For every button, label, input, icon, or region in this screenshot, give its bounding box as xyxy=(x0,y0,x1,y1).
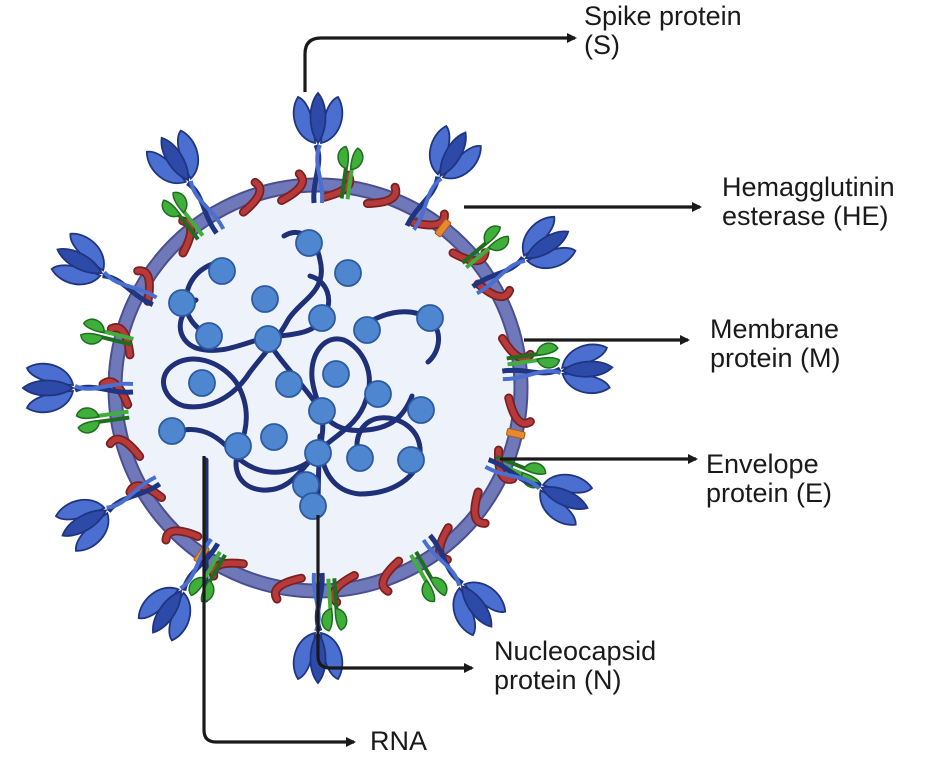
nucleocapsid-bead xyxy=(304,439,332,467)
nucleocapsid-bead xyxy=(397,446,425,474)
spike-protein xyxy=(137,537,221,642)
spike-protein xyxy=(404,124,482,231)
nucleocapsid-bead xyxy=(224,432,252,460)
membrane-proteins xyxy=(98,169,535,607)
nucleocapsid-bead xyxy=(353,316,381,344)
arrow-nucleocapsid xyxy=(316,515,474,673)
nucleocapsid-bead xyxy=(260,423,288,451)
label-nucleocapsid-line1: Nucleocapsid xyxy=(494,636,657,666)
nucleocapsid-bead xyxy=(334,259,362,287)
spike-protein xyxy=(484,457,594,526)
membrane-protein xyxy=(364,184,399,207)
virus-core xyxy=(121,191,515,585)
nucleocapsid-bead xyxy=(254,325,282,353)
nucleocapsid-bead xyxy=(195,322,223,350)
nucleocapsid-bead xyxy=(251,285,279,313)
nucleocapsid-bead xyxy=(299,492,327,520)
nucleocapsid-bead xyxy=(188,369,216,397)
membrane-protein xyxy=(107,436,143,460)
label-envelope-protein: Envelope protein (E) xyxy=(706,450,832,508)
membrane-protein xyxy=(163,528,201,543)
label-rna-line1: RNA xyxy=(370,726,428,756)
membrane-protein xyxy=(380,558,402,595)
label-envelope-line2: protein (E) xyxy=(706,478,833,508)
spike-protein xyxy=(471,215,577,296)
spike-protein xyxy=(421,533,507,637)
nucleocapsid-bead xyxy=(308,304,336,332)
membrane-protein xyxy=(240,179,263,215)
spike-protein xyxy=(501,343,614,395)
label-envelope-line1: Envelope xyxy=(706,449,819,479)
arrow-spike xyxy=(303,33,577,92)
hemagglutinin-esterase xyxy=(79,318,134,347)
label-membrane-protein: Membrane protein (M) xyxy=(710,315,841,373)
rna-segment xyxy=(173,426,319,475)
spike-protein xyxy=(292,91,344,204)
label-spike-protein: Spike protein (S) xyxy=(584,2,742,60)
callout-arrows xyxy=(202,33,702,747)
hemagglutinin-esterase xyxy=(337,145,364,200)
nucleocapsid-bead xyxy=(416,304,444,332)
label-rna: RNA xyxy=(370,727,427,756)
hemagglutinin-esterase xyxy=(75,407,130,434)
label-membrane-line1: Membrane xyxy=(710,314,840,344)
label-hemagglutinin-esterase: Hemagglutinin esterase (HE) xyxy=(722,173,895,231)
membrane-protein xyxy=(505,395,534,427)
nucleocapsid-bead xyxy=(158,417,186,445)
hemagglutinin-esterase xyxy=(461,225,510,270)
label-spike-line2: (S) xyxy=(584,30,620,60)
nucleocapsid-bead xyxy=(364,380,392,408)
membrane-protein xyxy=(475,281,513,300)
nucleocapsid-bead xyxy=(168,289,196,317)
label-membrane-line2: protein (M) xyxy=(710,343,841,373)
hemagglutinin-esterase xyxy=(321,578,348,632)
label-hemagglutinin-line1: Hemagglutinin xyxy=(722,172,895,202)
label-nucleocapsid-protein: Nucleocapsid protein (N) xyxy=(494,637,656,695)
hemagglutinin-esterase xyxy=(409,550,448,603)
envelope-protein xyxy=(506,428,526,440)
spike-protein xyxy=(145,129,226,235)
hemagglutinin-esterase xyxy=(161,191,205,241)
spike-protein xyxy=(50,232,158,307)
label-nucleocapsid-line2: protein (N) xyxy=(494,665,622,695)
spike-protein xyxy=(54,475,162,552)
label-spike-line1: Spike protein xyxy=(584,1,742,31)
membrane-protein xyxy=(134,268,153,305)
nucleocapsid-bead xyxy=(208,257,236,285)
hemagglutinin-esterase xyxy=(506,342,561,369)
spike-proteins xyxy=(21,91,614,685)
rna-segment xyxy=(263,335,415,433)
envelope-protein xyxy=(434,218,452,238)
label-hemagglutinin-line2: esterase (HE) xyxy=(722,201,889,231)
nucleocapsid-bead xyxy=(308,397,336,425)
membrane-protein xyxy=(108,324,133,358)
spike-protein xyxy=(21,362,134,414)
membrane-protein xyxy=(472,489,488,527)
nucleocapsid-bead xyxy=(322,360,350,388)
nucleocapsid-bead xyxy=(275,370,303,398)
rna-segment xyxy=(161,229,324,449)
nucleocapsid-proteins xyxy=(158,229,444,520)
nucleocapsid-bead xyxy=(346,444,374,472)
membrane-protein xyxy=(278,171,306,204)
nucleocapsid-bead xyxy=(407,396,435,424)
hemagglutinin-esterase xyxy=(188,550,227,603)
arrow-rna xyxy=(202,456,356,747)
nucleocapsid-bead xyxy=(295,229,323,257)
membrane-protein xyxy=(272,575,305,602)
